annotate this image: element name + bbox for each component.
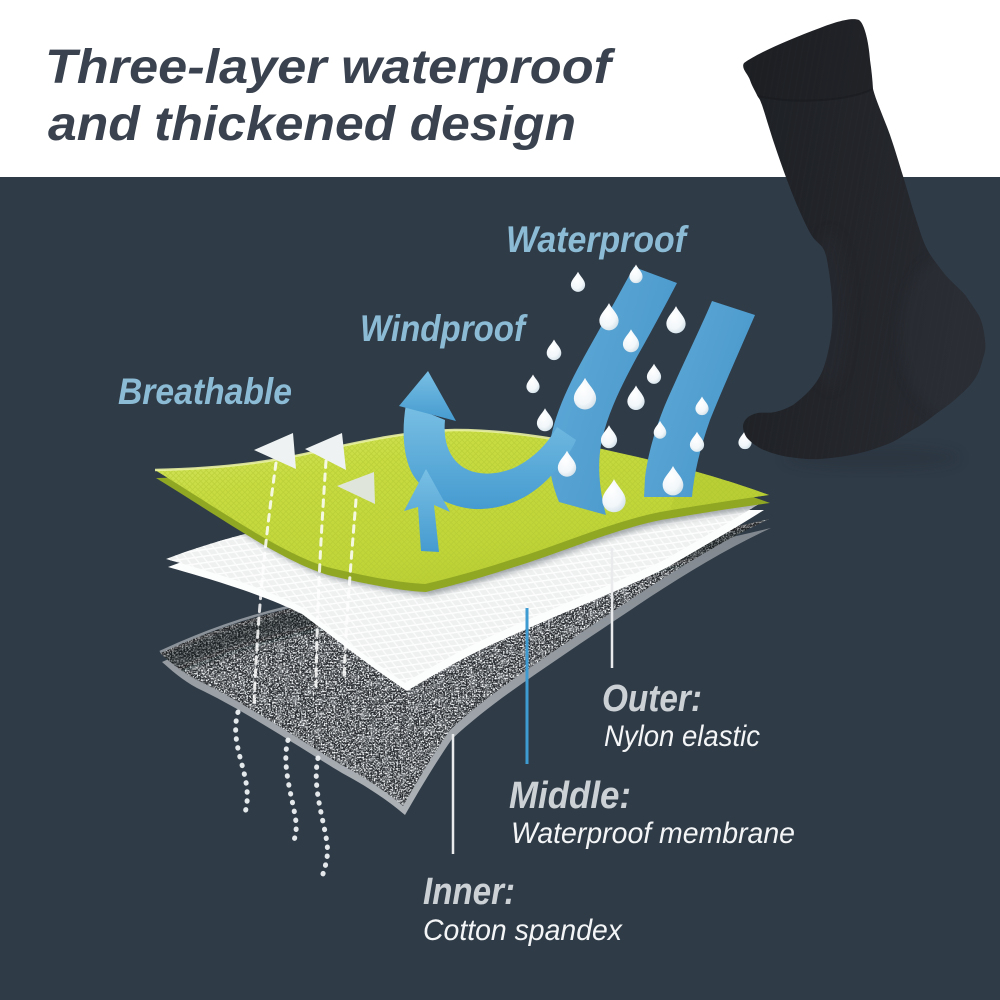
svg-text:Cotton spandex: Cotton spandex: [423, 914, 623, 947]
svg-text:Waterproof membrane: Waterproof membrane: [511, 817, 795, 850]
svg-text:Waterproof: Waterproof: [506, 219, 689, 260]
svg-text:Windproof: Windproof: [360, 308, 528, 349]
svg-text:and thickened design: and thickened design: [48, 98, 576, 151]
svg-text:Breathable: Breathable: [118, 371, 292, 412]
svg-text:Three-layer waterproof: Three-layer waterproof: [45, 41, 615, 94]
svg-text:Inner:: Inner:: [423, 871, 515, 913]
svg-text:Middle:: Middle:: [509, 775, 631, 817]
svg-text:Nylon elastic: Nylon elastic: [604, 720, 760, 753]
svg-text:Outer:: Outer:: [602, 678, 702, 720]
